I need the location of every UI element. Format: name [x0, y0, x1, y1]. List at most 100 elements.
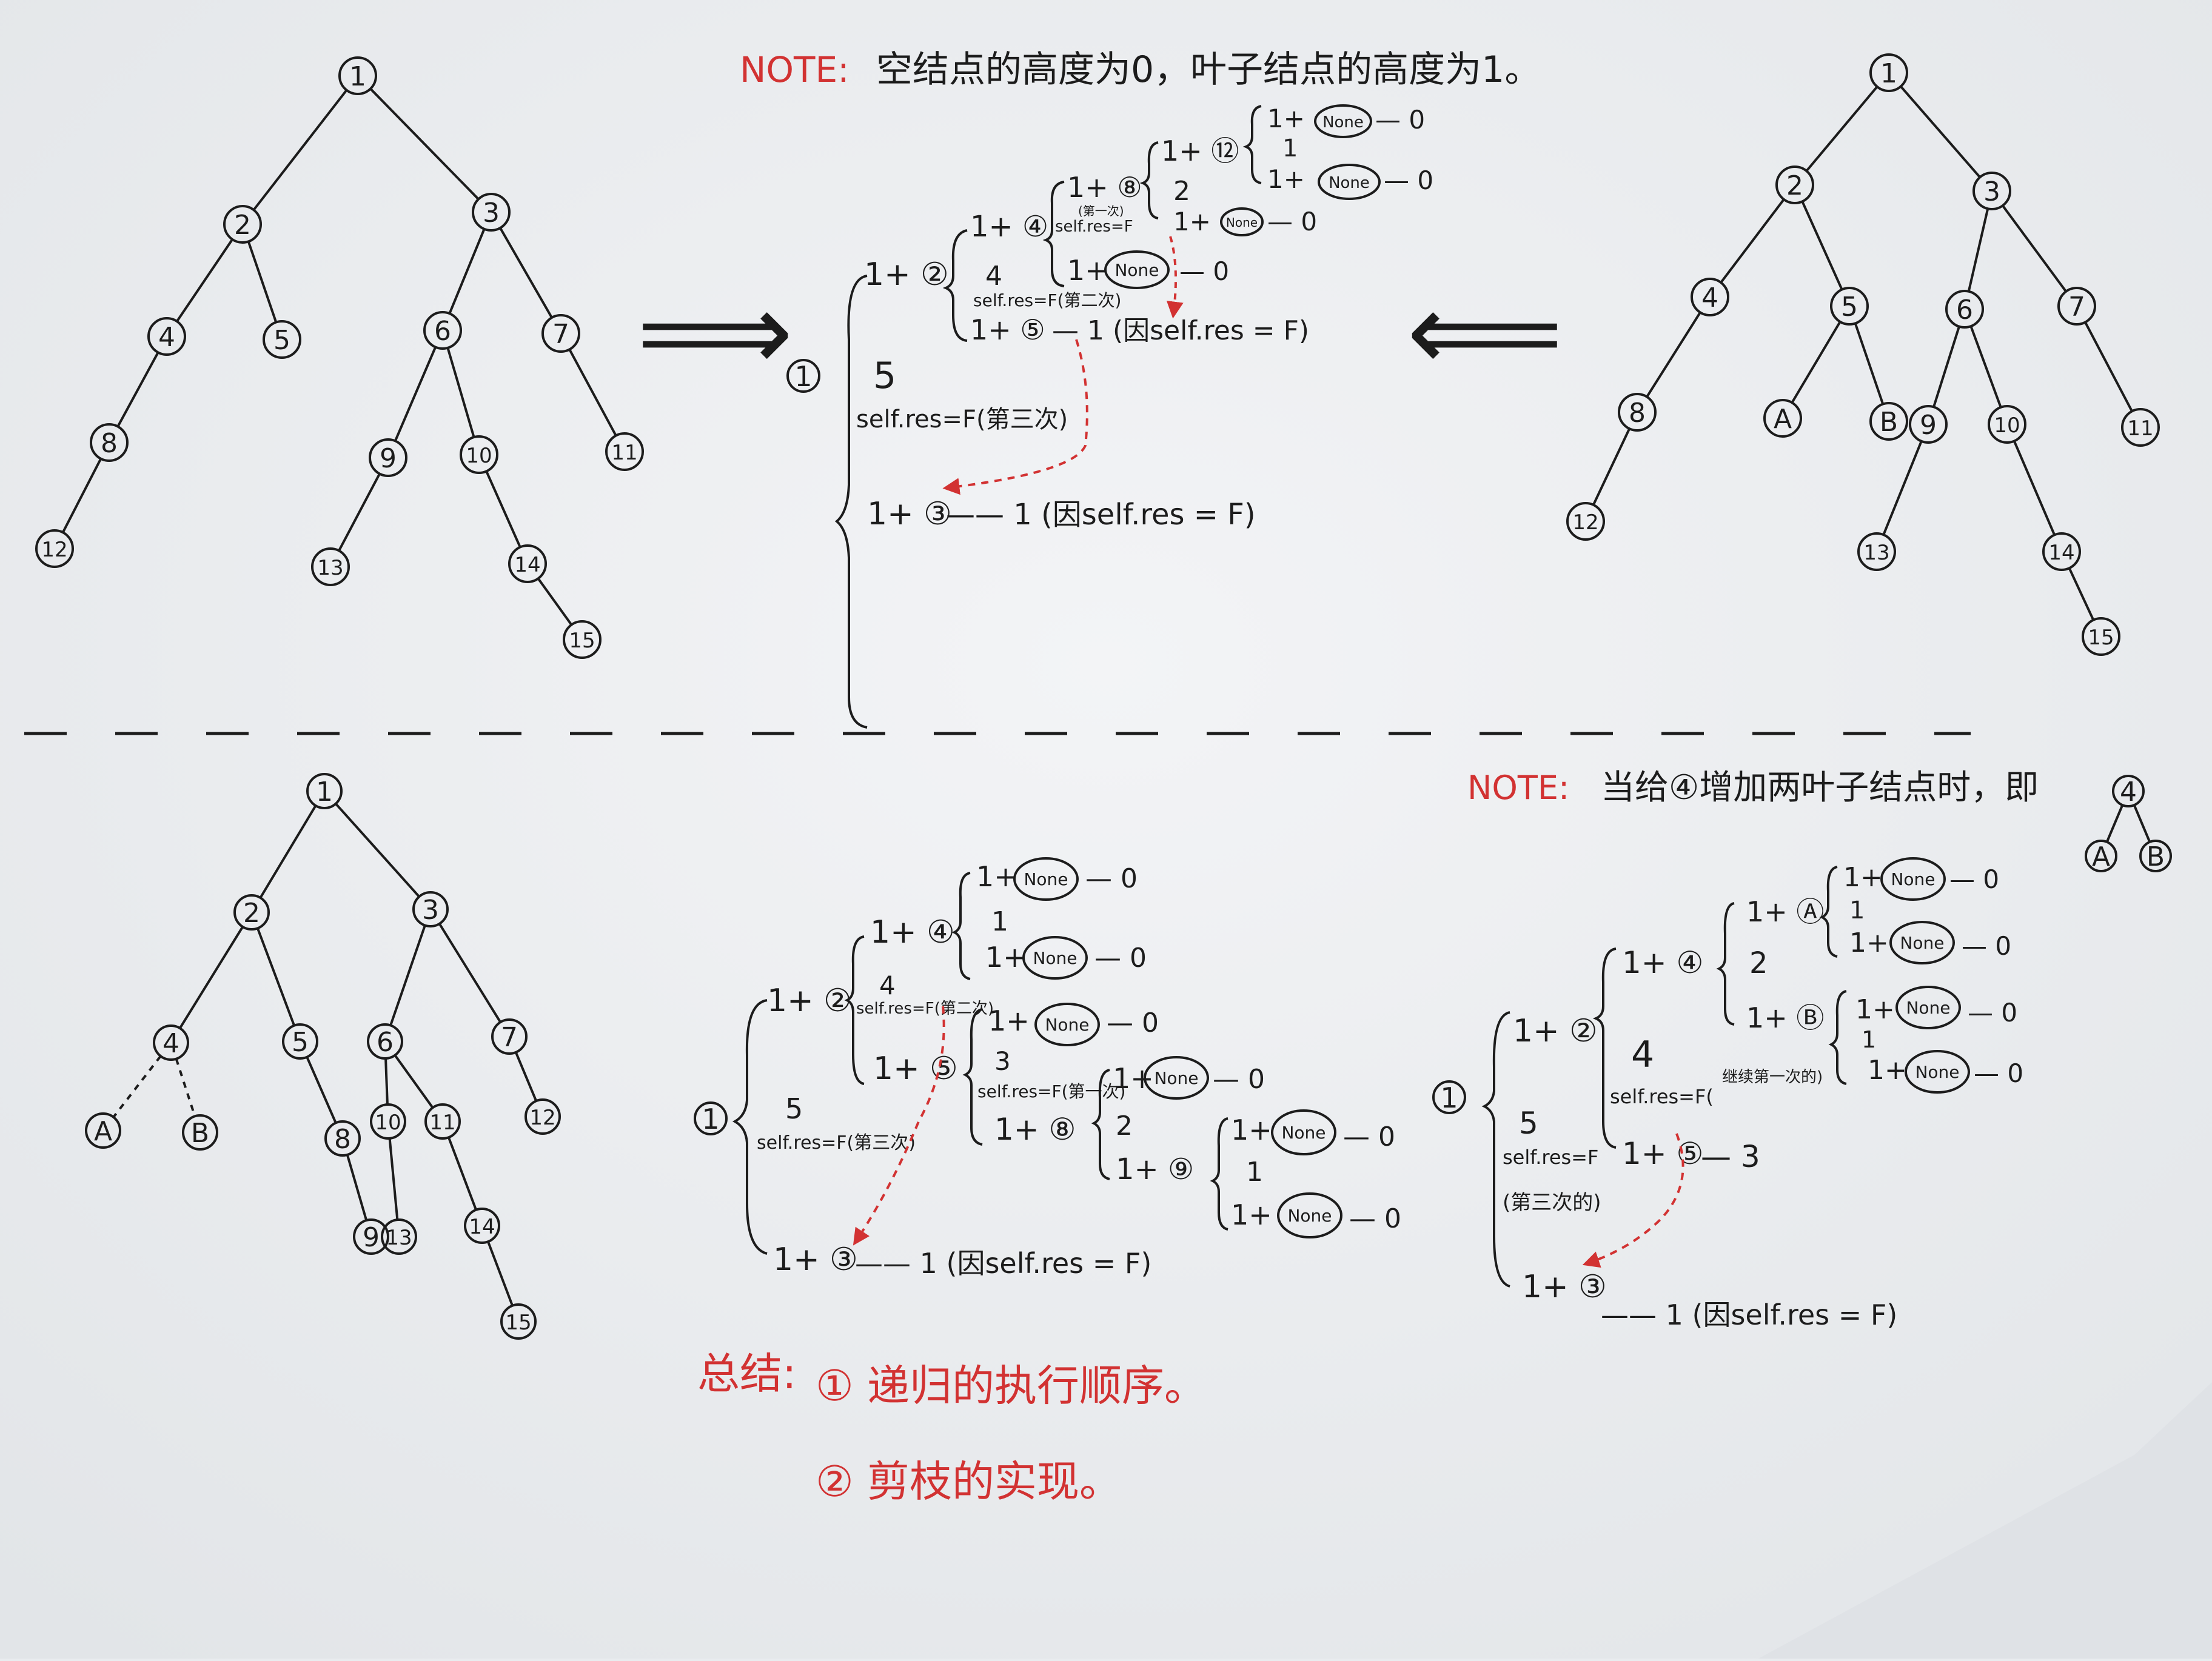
- tree-node-label: 11: [611, 441, 637, 465]
- tree-node: [1763, 399, 1802, 438]
- tree-node-label: 8: [101, 428, 118, 459]
- trace-root: 1: [1440, 1081, 1458, 1114]
- tree-node: [460, 435, 498, 474]
- tree-edge: [499, 227, 553, 318]
- trace-row: 1+ ③: [773, 1242, 858, 1278]
- tree-node: [500, 1303, 537, 1340]
- tree-node: [282, 1023, 318, 1060]
- trace-value: 3: [994, 1046, 1011, 1076]
- tree-node-label: 5: [1841, 292, 1858, 323]
- none-label: None: [1900, 933, 1944, 953]
- tree-node-label: 5: [292, 1027, 309, 1058]
- trace-row: 1+ ⑤: [1622, 1136, 1703, 1171]
- trace-note: (第一次): [1078, 204, 1124, 218]
- trace-row: 1+ ⑧: [994, 1112, 1076, 1147]
- tree-node-label: 3: [483, 198, 500, 229]
- none-node: [1318, 164, 1381, 200]
- trace-value: 2: [1116, 1111, 1133, 1141]
- tree-node: [2085, 840, 2117, 872]
- tree-edge: [61, 458, 102, 533]
- trace-note: 继续第一次的): [1722, 1068, 1823, 1086]
- brace: [942, 229, 968, 342]
- brace: [1716, 902, 1735, 1026]
- tree-edge: [448, 228, 486, 315]
- note-top-text: 空结点的高度为0，叶子结点的高度为1。: [876, 48, 1541, 91]
- tree-node-label: 2: [243, 898, 260, 929]
- trace-row: 1+: [985, 941, 1027, 974]
- trace-value: 5: [785, 1092, 803, 1125]
- trace-value: — 0: [1343, 1121, 1395, 1152]
- tree-node-label: 10: [375, 1111, 401, 1135]
- tree-node-label: 13: [317, 556, 343, 580]
- tree-node-label: 1: [349, 61, 366, 92]
- tree-edge: [116, 352, 159, 427]
- trace-value: 2: [1173, 176, 1190, 207]
- tree-edge: [338, 473, 381, 552]
- tree-node-label: A: [1774, 404, 1792, 435]
- tree-node-label: A: [94, 1116, 112, 1147]
- trace-row: 1+ ⑧: [1067, 171, 1142, 204]
- tree-node: [2121, 408, 2160, 447]
- tree-node-label: B: [2147, 841, 2165, 872]
- brace: [1592, 947, 1617, 1149]
- trace-value: 5: [1519, 1106, 1538, 1141]
- none-label: None: [1915, 1062, 1959, 1082]
- tree-edge: [369, 88, 480, 200]
- tree-node: [369, 438, 407, 477]
- tree-node-label: 7: [2068, 292, 2085, 323]
- trace-row: 1+ ②: [1513, 1013, 1598, 1049]
- none-label: None: [1024, 869, 1068, 889]
- tree-node: [1618, 393, 1657, 432]
- none-label: None: [1891, 869, 1935, 889]
- tree-node-label: 4: [163, 1028, 179, 1059]
- trace-value: — 0: [1962, 931, 2011, 961]
- tree-edge: [1900, 85, 1981, 178]
- trace-note: self.res=F(: [1610, 1085, 1714, 1108]
- trace-value: — 3: [1701, 1139, 1760, 1174]
- tree-edge: [346, 1154, 368, 1221]
- tree-edge: [438, 923, 501, 1023]
- trace-row: 1+: [1067, 254, 1108, 287]
- tree-node-label: 1: [316, 777, 333, 807]
- none-node: [1144, 1056, 1209, 1100]
- trace-row: 1+ Ⓐ: [1746, 895, 1824, 928]
- trace-row: 1+ ③: [867, 496, 952, 532]
- tree-node: [1775, 165, 1814, 204]
- tree-edge: [179, 926, 244, 1029]
- tree-node: [1909, 405, 1948, 444]
- brace: [834, 275, 868, 729]
- implies-right-arrow-icon: ⟹: [637, 269, 793, 396]
- trace-note: self.res=F(第二次): [973, 290, 1121, 310]
- implies-left-arrow-icon: ⟸: [1407, 269, 1563, 396]
- trace-value: 4: [1631, 1034, 1654, 1076]
- tree-node-label: 11: [2127, 416, 2153, 441]
- trace-row: 1+: [1231, 1198, 1272, 1231]
- prune-arrow: [942, 339, 1088, 495]
- trace-row: 1+: [976, 860, 1017, 893]
- tree-edge: [176, 238, 233, 323]
- tree-node-label: 14: [514, 553, 540, 577]
- tree-edge: [1791, 321, 1842, 404]
- tree-node: [1988, 405, 2026, 444]
- trace-value: 1: [1282, 135, 1298, 162]
- tree-edge: [1967, 208, 1989, 292]
- tree-node-label: 11: [429, 1111, 455, 1135]
- prune-arrow: [1166, 236, 1184, 319]
- trace-row: 1+ ②: [864, 256, 949, 293]
- trace-row: 1+ ④: [1622, 945, 1703, 980]
- note-bottom-label: NOTE:: [1467, 769, 1569, 807]
- trace-row: 1+ ②: [767, 983, 852, 1019]
- none-label: None: [1154, 1068, 1198, 1088]
- brace: [732, 999, 768, 1255]
- tree-node: [412, 891, 449, 927]
- trace-value: — 0: [1179, 256, 1229, 286]
- trace-value: — 0: [1384, 165, 1433, 195]
- trace-note: self.res=F(第三次): [856, 406, 1068, 433]
- trace-value: — 0: [1267, 207, 1317, 236]
- none-node: [1220, 207, 1264, 236]
- trace-value: — 0: [1974, 1058, 2023, 1088]
- tree-node-label: 6: [434, 316, 451, 347]
